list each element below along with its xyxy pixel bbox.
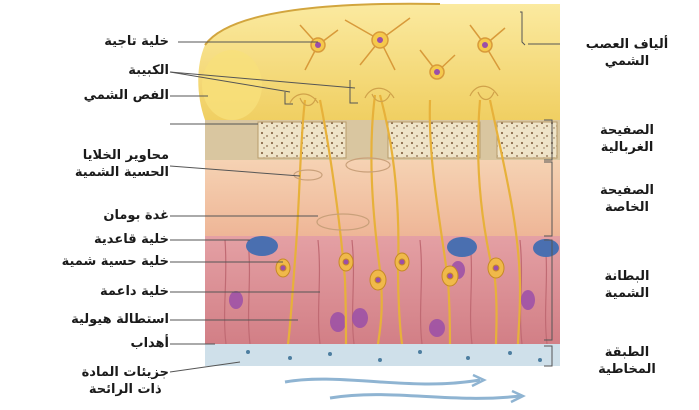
- label-nerve-fibers: ألياف العصب الشمي: [572, 36, 682, 70]
- label-cribriform-plate: الصفيحة الغربالية: [572, 122, 682, 156]
- label-odorant-line1: جزيئات المادة: [82, 364, 169, 381]
- airflow-arrows: [285, 375, 523, 402]
- label-lamina-propria-line1: الصفيحة: [572, 182, 682, 199]
- label-lamina-propria: الصفيحة الخاصة: [572, 182, 682, 216]
- label-supporting-cell: خلية داعمة: [100, 284, 169, 300]
- label-odorant-line2: ذات الرائحة: [82, 381, 169, 398]
- label-epithelium-line2: الشمية: [572, 285, 682, 302]
- label-cribriform-line2: الغربالية: [572, 139, 682, 156]
- label-cribriform-line1: الصفيحة: [572, 122, 682, 139]
- label-mucus: الطبقة المخاطية: [572, 344, 682, 378]
- label-mucus-line2: المخاطية: [572, 361, 682, 378]
- label-epithelium-line1: البطانة: [572, 268, 682, 285]
- cribriform-plate: [205, 120, 560, 160]
- label-mitral-cell: خلية تاجية: [104, 34, 169, 50]
- label-basal-cell: خلية قاعدية: [94, 232, 169, 248]
- label-olfactory-bulb: الفص الشمي: [84, 88, 169, 104]
- label-dendrite: استطالة هيولية: [71, 312, 169, 328]
- label-nerve-fibers-line2: الشمي: [572, 53, 682, 70]
- label-nerve-fibers-line1: ألياف العصب: [572, 36, 682, 53]
- olfactory-bulb: [198, 4, 560, 120]
- label-odorant: جزيئات المادة ذات الرائحة: [82, 364, 169, 398]
- label-glomerulus: الكبيبة: [128, 63, 169, 79]
- label-lamina-propria-line2: الخاصة: [572, 199, 682, 216]
- label-axons: محاوير الخلايا الحسية الشمية: [75, 147, 169, 181]
- label-axons-line2: الحسية الشمية: [75, 164, 169, 181]
- label-axons-line1: محاوير الخلايا: [75, 147, 169, 164]
- label-bowman-gland: غدة بومان: [103, 208, 169, 224]
- label-cilia: أهداب: [131, 336, 170, 352]
- label-olfactory-sensory-cell: خلية حسية شمية: [62, 254, 169, 270]
- label-mucus-line1: الطبقة: [572, 344, 682, 361]
- label-epithelium: البطانة الشمية: [572, 268, 682, 302]
- mucus-layer: [205, 344, 560, 366]
